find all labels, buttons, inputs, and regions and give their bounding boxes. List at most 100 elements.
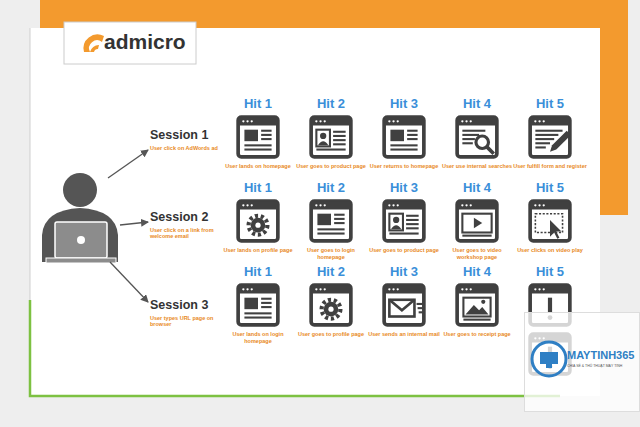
hit-icon	[308, 114, 354, 160]
window-dot	[470, 288, 472, 290]
content-line	[334, 222, 344, 224]
window-frame	[530, 201, 570, 241]
hit-number: Hit 5	[536, 180, 564, 195]
window-dot	[534, 120, 536, 122]
window-frame	[457, 117, 497, 157]
window-frame	[238, 285, 278, 325]
cursor-arrow	[550, 220, 562, 239]
white-card	[30, 28, 600, 396]
frame-line	[30, 28, 31, 300]
window-dot	[461, 120, 463, 122]
content-line	[261, 134, 271, 136]
session-title: Session 1	[150, 128, 230, 142]
window-dot	[251, 288, 253, 290]
hit-node: Hit 3User sends an internal mail	[365, 264, 443, 338]
hit-number: Hit 5	[536, 96, 564, 111]
content-line	[333, 135, 346, 137]
window-bar	[238, 201, 278, 209]
window-bar	[384, 285, 424, 293]
profile-head	[320, 133, 326, 139]
window-frame	[311, 201, 351, 241]
window-dot	[242, 120, 244, 122]
hit-number: Hit 2	[317, 96, 345, 111]
content-line	[419, 311, 423, 313]
hit-number: Hit 3	[390, 96, 418, 111]
content-line	[333, 143, 346, 145]
window-dot	[397, 288, 399, 290]
hit-node: Hit 5 User fulfill form and register	[511, 96, 589, 170]
content-line	[261, 138, 271, 140]
window-bar	[457, 201, 497, 209]
alert-bar	[548, 298, 552, 313]
hit-caption: User fulfill form and register	[512, 163, 588, 170]
hit-number: Hit 5	[536, 264, 564, 279]
content-line	[316, 149, 345, 151]
window-dot	[388, 204, 390, 206]
content-line	[406, 219, 419, 221]
hit-caption: User goes to profile page	[293, 331, 369, 338]
hit-icon	[235, 198, 281, 244]
watermark-box: MAYTINH365CHIA SẺ & THỦ THUẬT MÁY TÍNH	[524, 312, 640, 412]
hit-node: Hit 2User goes to product page	[292, 96, 370, 170]
window-frame	[311, 117, 351, 157]
hit-node: Hit 1User lands on homepage	[219, 96, 297, 170]
hit-node: Hit 1User lands on login homepage	[219, 264, 297, 344]
window-dot	[242, 288, 244, 290]
content-line	[261, 298, 271, 300]
window-frame	[384, 285, 424, 325]
window-dot	[324, 288, 326, 290]
hit-node: Hit 4User goes to receipt page	[438, 264, 516, 338]
content-line	[535, 130, 562, 132]
watermark-stand	[546, 364, 552, 368]
window-dot	[465, 288, 467, 290]
gear-body	[251, 218, 266, 233]
session-note: User click on a link from welcome email	[150, 227, 218, 240]
image-mountain	[466, 305, 489, 314]
content-line	[407, 130, 417, 132]
content-line	[261, 302, 271, 304]
hit-caption: User returns to homepage	[366, 163, 442, 170]
gear-body	[324, 302, 339, 317]
hit-number: Hit 4	[463, 180, 491, 195]
content-line	[462, 142, 472, 144]
hit-icon	[454, 282, 500, 328]
hit-caption: User goes to receipt page	[439, 331, 515, 338]
hit-icon	[454, 114, 500, 160]
window-frame	[238, 201, 278, 241]
window-dot	[534, 288, 536, 290]
profile-card	[316, 130, 330, 147]
window-dot	[246, 288, 248, 290]
user-head	[63, 173, 97, 207]
hit-icon	[454, 198, 500, 244]
green-frame-line	[30, 300, 560, 396]
hit-icon	[235, 114, 281, 160]
content-line	[486, 146, 493, 153]
play-triangle	[474, 218, 482, 228]
image-frame	[463, 298, 490, 317]
hit-icon	[308, 282, 354, 328]
content-line	[418, 307, 423, 309]
profile-card	[389, 214, 403, 231]
hit-icon	[381, 114, 427, 160]
logo-box	[64, 22, 196, 64]
watermark-logo	[529, 339, 569, 379]
hit-number: Hit 2	[317, 180, 345, 195]
window-frame	[311, 285, 351, 325]
window-dot	[470, 204, 472, 206]
content-line	[462, 138, 475, 140]
content-line	[244, 312, 271, 314]
hit-caption: User goes to video workshop page	[439, 247, 515, 260]
window-dot	[324, 120, 326, 122]
window-dot	[251, 204, 253, 206]
user-illustration	[42, 173, 118, 263]
window-frame	[457, 201, 497, 241]
content-line	[390, 149, 417, 151]
window-bar	[311, 285, 351, 293]
hit-icon	[381, 282, 427, 328]
hit-icon	[235, 282, 281, 328]
window-frame	[238, 117, 278, 157]
window-dot	[319, 288, 321, 290]
window-bar	[238, 117, 278, 125]
hit-node: Hit 4 User goes to video workshop page	[438, 180, 516, 260]
laptop-base	[46, 258, 116, 263]
